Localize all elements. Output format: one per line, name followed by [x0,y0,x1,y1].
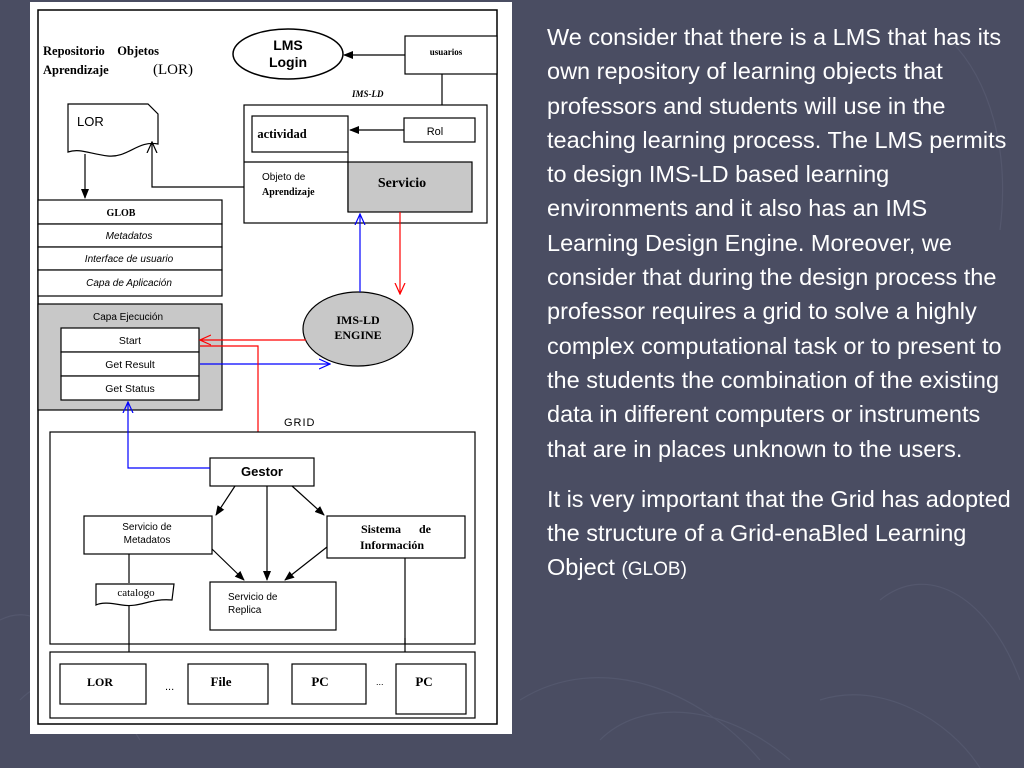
servicio-metadatos-label-2: Metadatos [124,535,171,546]
imsld-label: IMS-LD [351,89,384,99]
repositorio-title: Repositorio Objetos [43,44,159,58]
get-status-box [60,375,200,401]
lms-login-label-2: Login [269,54,307,70]
repositorio-subtitle: Aprendizaje [43,63,109,77]
ellipsis-2: ... [376,677,384,687]
lor-document [67,103,159,157]
grid-label: GRID [284,417,316,429]
paragraph-1: We consider that there is a LMS that has… [547,24,1007,462]
get-result-label: Get Result [105,359,155,371]
servicio-replica-box [209,581,337,631]
sistema-to-replica-arrow [284,546,328,581]
objeto-to-lor-arrow [152,142,244,188]
pc-box-1 [291,663,367,705]
imsld-engine-node [302,291,414,367]
pc-label-1: PC [311,674,328,689]
gestor-to-metadatos-arrow [215,485,236,516]
pc-box-2 [395,663,467,715]
servicio-metadatos-label: Servicio de [122,522,172,533]
catalogo-document [95,583,175,607]
paragraph-2: It is very important that the Grid has a… [547,482,1017,588]
file-label: File [211,674,232,689]
objeto-label: Objeto de [262,172,306,183]
servicio-replica-label-2: Replica [228,605,262,616]
lor-document-label: LOR [77,114,104,129]
architecture-figure: Repositorio Objetos Aprendizaje (LOR) LM… [30,2,512,734]
start-label: Start [119,335,141,347]
actividad-box [251,115,349,153]
pc-label-2: PC [415,674,432,689]
gestor-box [209,457,315,487]
get-status-label: Get Status [105,383,155,395]
usuarios-label: usuarios [430,47,463,57]
bottom-lor-label: LOR [87,675,113,689]
architecture-diagram: Repositorio Objetos Aprendizaje (LOR) LM… [37,9,498,725]
glob-header-box [37,199,223,225]
servicio-replica-label: Servicio de [228,592,278,603]
rol-box [403,117,476,143]
bottom-lor-box [59,663,147,705]
engine-label-2: ENGINE [334,328,381,342]
gestor-to-sistema-arrow [291,485,325,516]
sistema-informacion-box [326,515,466,559]
engine-label: IMS-LD [336,313,380,327]
actividad-label: actividad [257,127,306,141]
slide-text: We consider that there is a LMS that has… [547,20,1017,604]
interface-label: Interface de usuario [85,254,174,265]
ellipsis-1: ... [165,681,174,693]
capa-ejecucion-label: Capa Ejecución [93,312,163,323]
metadatos-label: Metadatos [106,231,153,242]
gestor-label: Gestor [241,464,283,479]
catalogo-label: catalogo [117,587,155,599]
sistema-label: Sistema de [361,522,432,536]
servicio-label: Servicio [378,176,426,191]
capa-aplicacion-box [37,269,223,297]
metadatos-to-replica-arrow [211,548,245,581]
start-box [60,327,200,353]
usuarios-box [404,35,498,75]
paragraph-2-main: It is very important that the Grid has a… [547,485,1011,581]
sistema-label-2: Información [360,538,424,552]
servicio-box [347,161,473,213]
paragraph-2-glob: (GLOB) [621,559,687,581]
glob-header-label: GLOB [107,208,136,219]
file-box [187,663,269,705]
lms-login-label: LMS [273,37,303,53]
gestor-to-getstatus-arrow [128,402,210,469]
lor-paren-label: (LOR) [153,62,193,78]
get-result-box [60,351,200,377]
rol-label: Rol [427,126,444,138]
capa-aplicacion-label: Capa de Aplicación [86,278,172,289]
start-to-gestor-arrow [200,345,258,458]
servicio-metadatos-box [83,515,213,555]
objeto-label-2: Aprendizaje [262,187,315,198]
